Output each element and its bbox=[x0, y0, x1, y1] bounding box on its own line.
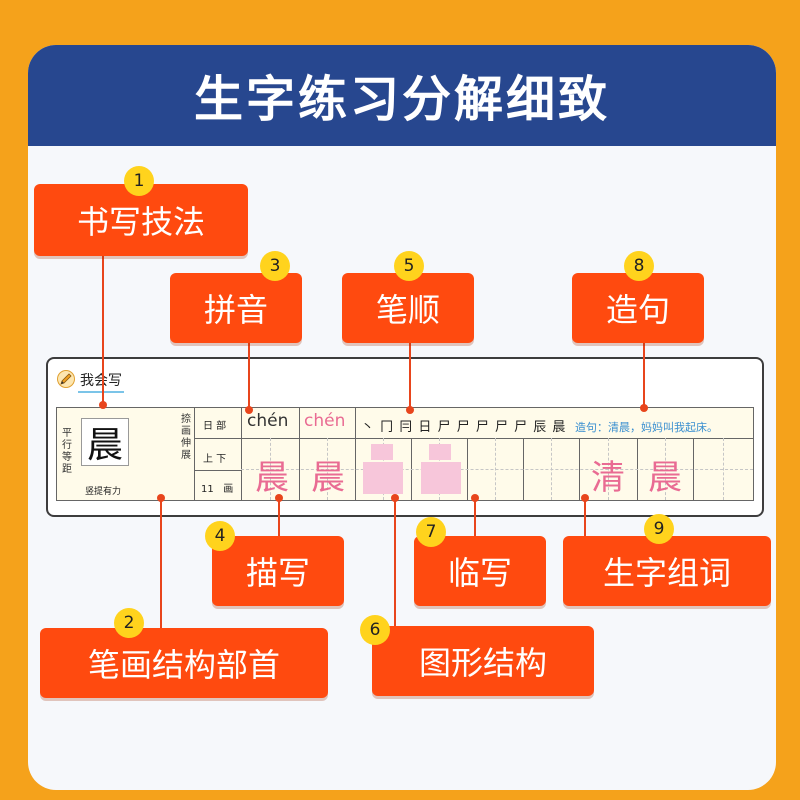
worksheet-card: 我会写 平行等距 晨 竖提有力 捺画伸展 日 部 上 下 11 画 chén c… bbox=[46, 357, 764, 517]
pointer-line-1 bbox=[102, 255, 104, 405]
shape-block-top-2 bbox=[429, 444, 451, 460]
pointer-line-6 bbox=[394, 498, 396, 626]
stroke-count: 11 画 bbox=[201, 484, 234, 495]
technique-char: 晨 bbox=[86, 425, 123, 466]
word-char-1: 清 bbox=[591, 457, 625, 498]
callout-tracing: 描写 bbox=[212, 536, 344, 606]
badge-6: 6 bbox=[360, 615, 390, 645]
pointer-line-3 bbox=[248, 340, 250, 410]
callout-copying: 临写 bbox=[414, 536, 546, 606]
pointer-dot-5 bbox=[406, 406, 414, 414]
callout-stroke-order: 笔顺 bbox=[342, 273, 474, 343]
title-banner: 生字练习分解细致 bbox=[28, 45, 776, 146]
callout-writing-technique: 书写技法 bbox=[34, 184, 248, 256]
pointer-dot-1 bbox=[99, 401, 107, 409]
pointer-dot-9 bbox=[581, 494, 589, 502]
badge-8: 8 bbox=[624, 251, 654, 281]
trace-char-2: 晨 bbox=[311, 457, 345, 498]
callout-sentence: 造句 bbox=[572, 273, 704, 343]
badge-2: 2 bbox=[114, 608, 144, 638]
page-title: 生字练习分解细致 bbox=[193, 71, 610, 128]
pointer-dot-8 bbox=[640, 404, 648, 412]
radical-label: 日 部 bbox=[203, 421, 227, 432]
callout-shape-structure: 图形结构 bbox=[372, 626, 594, 696]
pointer-line-9 bbox=[584, 498, 586, 538]
pointer-dot-3 bbox=[245, 406, 253, 414]
example-sentence: 造句：清晨，妈妈叫我起床。 bbox=[575, 421, 718, 434]
pointer-dot-2 bbox=[157, 494, 165, 502]
pointer-dot-6 bbox=[391, 494, 399, 502]
callout-pinyin: 拼音 bbox=[170, 273, 302, 343]
technique-bottom-label: 竖提有力 bbox=[85, 487, 122, 497]
badge-1: 1 bbox=[124, 166, 154, 196]
shape-block-bottom-2 bbox=[421, 462, 461, 494]
structure-label: 上 下 bbox=[203, 454, 227, 465]
technique-side-label: 平行等距 bbox=[62, 428, 72, 475]
pencil-icon bbox=[57, 370, 75, 388]
stroke-order: 丶 冂 冃 日 尸 尸 尸 尸 尸 辰 晨 bbox=[361, 420, 567, 435]
trace-char-1: 晨 bbox=[255, 457, 289, 498]
pointer-dot-7 bbox=[471, 494, 479, 502]
shape-block-bottom bbox=[363, 462, 403, 494]
badge-9: 9 bbox=[644, 514, 674, 544]
word-char-2: 晨 bbox=[648, 457, 682, 498]
badge-7: 7 bbox=[416, 517, 446, 547]
technique-char-box: 晨 bbox=[81, 418, 129, 466]
badge-4: 4 bbox=[205, 521, 235, 551]
pointer-line-5 bbox=[409, 340, 411, 410]
shape-block-top bbox=[371, 444, 393, 460]
card-title: 我会写 bbox=[78, 370, 124, 393]
practice-grid: 平行等距 晨 竖提有力 捺画伸展 日 部 上 下 11 画 chén chén … bbox=[56, 407, 754, 501]
pointer-dot-4 bbox=[275, 494, 283, 502]
callout-word-forming: 生字组词 bbox=[563, 536, 771, 606]
pointer-line-4 bbox=[278, 498, 280, 538]
pointer-line-8 bbox=[643, 340, 645, 408]
pointer-line-2 bbox=[160, 498, 162, 628]
pinyin-model: chén bbox=[247, 411, 289, 431]
callout-stroke-structure-radical: 笔画结构部首 bbox=[40, 628, 328, 698]
pinyin-trace: chén bbox=[304, 411, 346, 431]
technique-right-label: 捺画伸展 bbox=[181, 414, 191, 461]
badge-3: 3 bbox=[260, 251, 290, 281]
pointer-line-7 bbox=[474, 498, 476, 538]
badge-5: 5 bbox=[394, 251, 424, 281]
